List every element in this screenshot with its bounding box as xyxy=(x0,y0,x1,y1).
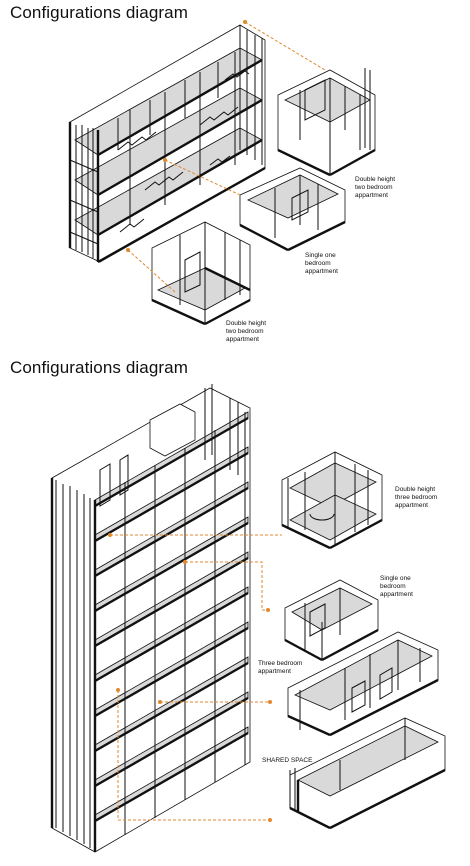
label-single-one-1: Single one bedroom appartment xyxy=(305,252,338,275)
diagram1-title: Configurations diagram xyxy=(10,3,188,22)
diagram2-title: Configurations diagram xyxy=(10,358,188,377)
floor-edge xyxy=(94,521,249,613)
floor-edge xyxy=(94,661,249,753)
unit-double-three xyxy=(281,451,383,550)
unit-three-bedroom xyxy=(287,631,439,737)
floor-edge xyxy=(94,626,249,718)
tower-block xyxy=(50,384,251,853)
floor-edge xyxy=(94,486,249,578)
floor-edge xyxy=(94,696,249,788)
floor-edge xyxy=(94,451,249,543)
label-double-three: Double height three bedroom appartment xyxy=(395,486,438,509)
unit-single-one-2 xyxy=(284,579,379,662)
label-double-two-bottom: Double height two bedroom appartment xyxy=(226,320,267,343)
floor-edge xyxy=(94,591,249,683)
label-shared-space: SHARED SPACE xyxy=(262,757,313,764)
unit-double-two-top xyxy=(277,68,376,177)
label-single-one-2: Single one bedroom appartment xyxy=(380,575,413,598)
floor-edge xyxy=(94,731,249,823)
unit-shared-space xyxy=(289,717,446,830)
building-block-1 xyxy=(68,24,266,264)
unit-single-one xyxy=(239,167,346,252)
unit-double-two-bottom xyxy=(151,221,251,326)
label-double-two-top: Double height two bedroom appartment xyxy=(355,176,396,199)
floor-edge xyxy=(94,556,249,648)
label-three-bedroom: Three bedroom appartment xyxy=(258,660,303,675)
